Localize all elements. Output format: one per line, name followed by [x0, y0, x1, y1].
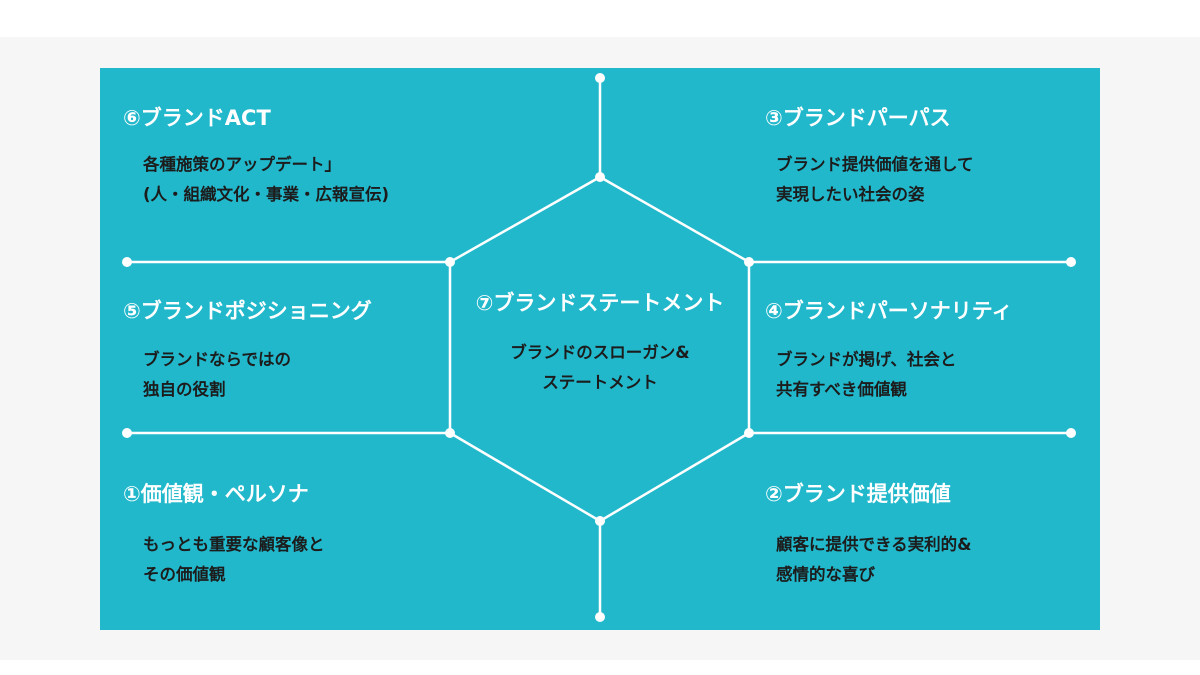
- brand-personality-description: ブランドが掲げ、社会と 共有すべき価値観: [776, 345, 956, 405]
- description-line: (人・組織文化・事業・広報宣伝): [143, 185, 390, 204]
- description-line: 実現したい社会の姿: [776, 185, 925, 204]
- brand-purpose-description: ブランド提供価値を通して 実現したい社会の姿: [776, 150, 974, 210]
- values-persona-title: ①価値観・ペルソナ: [123, 482, 309, 506]
- values-persona-description: もっとも重要な顧客像と その価値観: [143, 530, 325, 590]
- description-line: 各種施策のアップデート」: [143, 155, 341, 174]
- brand-statement-title: ⑦ブランドステートメント: [475, 291, 725, 315]
- node-dots: [122, 73, 1076, 622]
- description-line: 顧客に提供できる実利的&: [776, 535, 972, 554]
- description-line: ブランドならではの: [143, 350, 292, 369]
- description-line: ブランド提供価値を通して: [776, 155, 974, 174]
- description-line: 共有すべき価値観: [776, 380, 907, 399]
- brand-value-description: 顧客に提供できる実利的& 感情的な喜び: [776, 530, 972, 590]
- brand-personality-title: ④ブランドパーソナリティ: [765, 299, 1013, 323]
- description-line: 感情的な喜び: [776, 565, 875, 584]
- description-line: ステートメント: [542, 373, 658, 392]
- description-line: もっとも重要な顧客像と: [143, 535, 325, 554]
- brand-positioning-title: ⑤ブランドポジショニング: [123, 299, 372, 323]
- brand-purpose-title: ③ブランドパーパス: [765, 106, 951, 130]
- description-line: その価値観: [143, 565, 226, 584]
- description-line: ブランドのスローガン&: [510, 343, 690, 362]
- brand-act-description: 各種施策のアップデート」 (人・組織文化・事業・広報宣伝): [143, 150, 389, 210]
- brand-value-title: ②ブランド提供価値: [765, 482, 951, 506]
- brand-positioning-description: ブランドならではの 独自の役割: [143, 345, 291, 405]
- brand-statement-description: ブランドのスローガン& ステートメント: [450, 338, 750, 398]
- description-line: 独自の役割: [143, 380, 226, 399]
- description-line: ブランドが掲げ、社会と: [776, 350, 957, 369]
- brand-act-title: ⑥ブランドACT: [123, 106, 271, 130]
